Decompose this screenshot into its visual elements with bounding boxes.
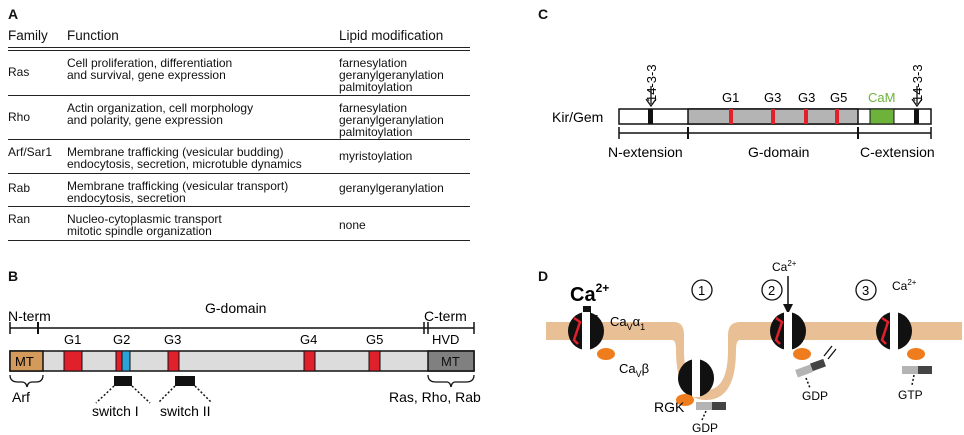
- gdp-2-label: GDP: [802, 389, 828, 403]
- table-row-divider: [8, 139, 470, 140]
- c-g3a-label: G3: [764, 90, 781, 105]
- panel-letter-d: D: [538, 268, 549, 284]
- c-g3a-mark: [771, 109, 775, 124]
- c-g5-label: G5: [830, 90, 847, 105]
- c-site-right-mark: [914, 109, 919, 124]
- rgk-mechanism-diagram: 1 2 3 Ca2+ CaVα1 CaVβ RGK GDP Ca2+: [546, 259, 962, 435]
- mt-right-box: [427, 350, 475, 372]
- ras-domain-diagram: N-term G-domain C-term G1 G2 G3 G4 G5 HV…: [8, 300, 481, 419]
- channel-3: [876, 312, 932, 386]
- ca-mid-label: Ca2+: [772, 259, 797, 274]
- table-cell-lipid: farnesylation geranylgeranylation palmit…: [339, 56, 444, 94]
- alpha-label: CaVα1: [610, 314, 645, 332]
- g5-box: [368, 350, 381, 372]
- rgk-channel: [676, 359, 726, 421]
- c-term-label: C-term: [424, 308, 467, 324]
- c-g3b-mark: [804, 109, 808, 124]
- table-cell-family: Rab: [8, 181, 31, 195]
- cam-label: CaM: [868, 90, 895, 105]
- mt-left-box: [9, 350, 44, 372]
- site-left-label: 14-3-3: [644, 64, 659, 102]
- c-g1-mark: [729, 109, 733, 124]
- g2-box-red: [115, 350, 123, 372]
- switch1-label: switch I: [92, 403, 139, 419]
- gdp-rgk-label: GDP: [692, 421, 718, 435]
- g1-label: G1: [64, 332, 81, 347]
- mt-right-label: MT: [441, 354, 460, 369]
- ca-right-label: Ca2+: [892, 278, 917, 293]
- table-row-divider: [8, 95, 470, 96]
- g3-box: [167, 350, 180, 372]
- cam-box: [869, 108, 895, 125]
- panel-letter-b: B: [8, 268, 19, 284]
- arf-brace: [9, 374, 44, 388]
- switch2-box: [175, 376, 195, 386]
- kir-gem-diagram: 14-3-3 14-3-3 Kir/Gem G1 G3 G3 G5 CaM N-…: [552, 64, 935, 160]
- table-cell-lipid: myristoylation: [339, 149, 413, 163]
- c-g1-label: G1: [722, 90, 739, 105]
- g4-box: [303, 350, 316, 372]
- table-cell-lipid: geranylgeranylation: [339, 181, 444, 195]
- table-header-function: Function: [67, 28, 119, 43]
- table-cell-function: Membrane trafficking (vesicular budding)…: [67, 145, 302, 171]
- step-1-circle: [691, 279, 713, 301]
- beta-label: CaVβ: [619, 361, 649, 379]
- g1-box: [63, 350, 83, 372]
- gtp-3-label: GTP: [898, 388, 923, 402]
- table-cell-family: Ran: [8, 212, 31, 226]
- step-3-label: 3: [862, 283, 869, 298]
- table-row-divider: [8, 173, 470, 174]
- ras-rho-rab-label: Ras, Rho, Rab: [389, 389, 481, 405]
- c-g3b-label: G3: [798, 90, 815, 105]
- panel-letter-c: C: [538, 6, 549, 22]
- g4-label: G4: [300, 332, 317, 347]
- table-bottom-rule: [8, 240, 470, 241]
- switch2-label: switch II: [160, 403, 211, 419]
- channel-1: [568, 312, 615, 360]
- channel-2: [770, 312, 837, 389]
- table-row-divider: [8, 206, 470, 207]
- ras-rho-rab-brace: [427, 374, 475, 388]
- switch1-box: [114, 376, 132, 386]
- site-right-label: 14-3-3: [910, 64, 925, 102]
- c-site-left-mark: [648, 109, 653, 124]
- step-1-label: 1: [698, 283, 705, 298]
- table-header-rule-bottom: [8, 50, 470, 51]
- table-cell-family: Arf/Sar1: [8, 145, 53, 159]
- table-cell-function: Membrane trafficking (vesicular transpor…: [67, 179, 289, 205]
- table-header-family: Family: [8, 28, 48, 43]
- table-cell-lipid: none: [339, 218, 366, 232]
- panel-letter-a: A: [8, 6, 19, 22]
- step-2-label: 2: [768, 283, 775, 298]
- g-domain-label: G-domain: [205, 300, 266, 316]
- g2-label: G2: [113, 332, 130, 347]
- ca-big-label: Ca2+: [570, 281, 609, 306]
- table-header-rule-top: [8, 47, 470, 48]
- step-3-circle: [855, 279, 877, 301]
- table-cell-lipid: farnesylation geranylgeranylation palmit…: [339, 101, 444, 139]
- table-cell-function: Nucleo-cytoplasmic transport mitotic spi…: [67, 212, 222, 238]
- n-term-label: N-term: [8, 308, 51, 324]
- table-header-lipid: Lipid modification: [339, 28, 444, 43]
- g2-box-blue: [121, 350, 131, 372]
- c-g5-mark: [835, 109, 839, 124]
- g3-label: G3: [164, 332, 181, 347]
- rgk-label: RGK: [654, 399, 685, 415]
- table-cell-family: Ras: [8, 65, 30, 79]
- n-ext-label: N-extension: [608, 144, 683, 160]
- table-cell-function: Actin organization, cell morphology and …: [67, 101, 254, 127]
- step-2-circle: [761, 279, 783, 301]
- mt-left-label: MT: [15, 354, 34, 369]
- protein-label: Kir/Gem: [552, 109, 603, 125]
- hvd-label: HVD: [432, 332, 459, 347]
- table-cell-function: Cell proliferation, differentiation and …: [67, 56, 233, 82]
- g5-label: G5: [366, 332, 383, 347]
- arf-label: Arf: [12, 389, 30, 405]
- table-cell-family: Rho: [8, 110, 31, 124]
- c-ext-label: C-extension: [860, 144, 935, 160]
- c-gdomain-label: G-domain: [748, 144, 809, 160]
